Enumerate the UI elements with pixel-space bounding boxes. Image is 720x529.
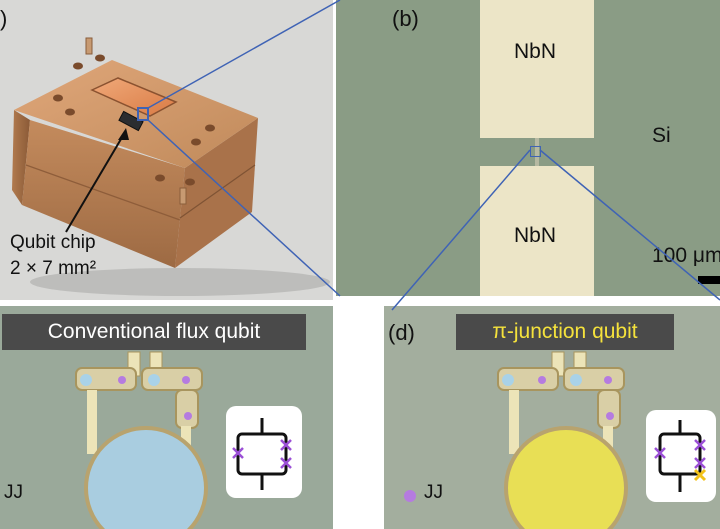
junction-crosses	[654, 439, 706, 469]
chip-zoom-marker	[137, 107, 149, 121]
pad-left	[497, 367, 559, 391]
pad-side	[175, 389, 199, 429]
scale-bar-label: 100 μm	[652, 244, 720, 267]
panel-c-title: Conventional flux qubit	[2, 314, 306, 350]
junction-zoom-marker	[530, 146, 541, 157]
panel-a-label: )	[0, 6, 8, 31]
callout-label-line1: Qubit chip	[10, 232, 96, 253]
callout-label-line2: 2 × 7 mm²	[10, 258, 97, 279]
nbn-pad-top	[480, 0, 594, 138]
junction-dot	[182, 376, 190, 384]
panel-a-photo: ) Qubit chip 2 × 7 mm²	[0, 0, 333, 300]
junction-bridge	[535, 138, 539, 166]
junction-dot	[570, 374, 582, 386]
junction-dot	[118, 376, 126, 384]
junction-dot	[502, 374, 514, 386]
pi-qubit-device	[404, 351, 716, 529]
panel-d-label: (d)	[388, 320, 415, 345]
junction-dot	[148, 374, 160, 386]
panel-d-micrograph: (d) π-junction qubit JJ	[384, 306, 720, 529]
junction-dot	[538, 376, 546, 384]
scale-bar	[698, 276, 720, 284]
qubit-island-yellow	[504, 426, 628, 529]
si-label: Si	[652, 124, 671, 147]
junction-dot	[184, 412, 192, 420]
callout-arrow-line	[65, 133, 125, 233]
qubit-island-blue	[84, 426, 208, 529]
panel-d-title: π-junction qubit	[456, 314, 674, 350]
pad-side	[597, 389, 621, 429]
nbn-bottom-label: NbN	[514, 224, 557, 247]
alignment-pin-2	[179, 187, 187, 205]
callout-arrow-head	[118, 128, 129, 140]
pi-junction-cross	[693, 468, 707, 482]
panel-c-legend: JJ	[4, 482, 23, 503]
junction-dot	[604, 376, 612, 384]
panel-c-micrograph: Conventional flux qubit JJ	[0, 306, 333, 529]
copper-box-illustration	[12, 37, 330, 296]
box-side-face	[12, 110, 30, 205]
box-front-face	[22, 120, 185, 268]
panel-b-label: (b)	[392, 6, 419, 31]
panel-d-legend: JJ	[424, 482, 443, 503]
junction-crosses	[232, 439, 292, 469]
junction-dot	[80, 374, 92, 386]
nbn-top-label: NbN	[514, 40, 557, 63]
pad-left	[75, 367, 137, 391]
flux-qubit-device	[75, 351, 302, 529]
qubit-chip	[118, 110, 144, 132]
alignment-pin-1	[85, 37, 93, 55]
junction-dot	[606, 412, 614, 420]
panel-b-micrograph: (b) NbN NbN Si 100 μm	[336, 0, 720, 296]
legend-dot	[404, 490, 416, 502]
